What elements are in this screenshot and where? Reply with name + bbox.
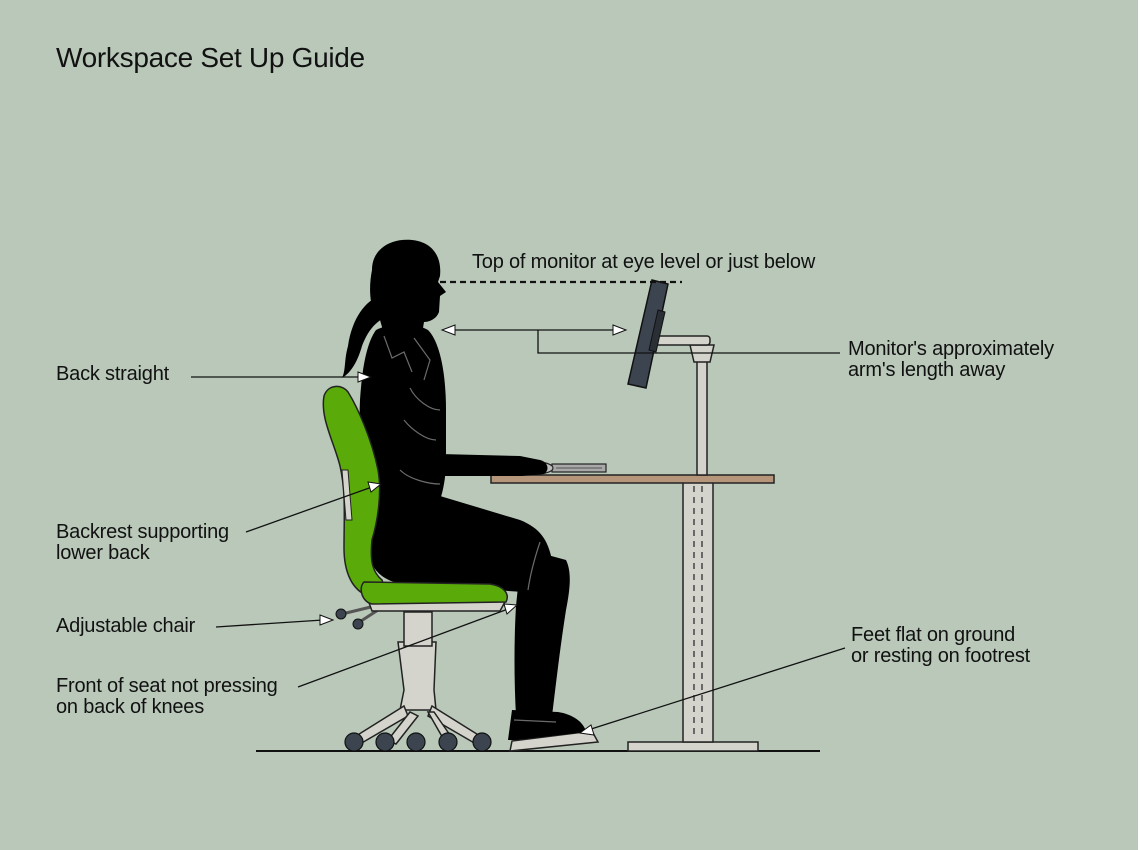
label-monitor-distance-line-1: Monitor's approximately [848, 338, 1054, 360]
chair-seat [360, 581, 508, 605]
monitor [627, 279, 669, 389]
monitor-stand [653, 335, 715, 476]
label-feet-line-2: or resting on footrest [851, 645, 1031, 667]
right-edge-border [1138, 0, 1140, 850]
backrest-leader [245, 481, 383, 533]
chair-base [344, 611, 492, 752]
label-backrest-line-1: Backrest supporting [56, 521, 229, 543]
label-monitor-distance: Monitor's approximately arm's length awa… [848, 339, 1054, 381]
label-seat-front-line-2: on back of knees [56, 696, 205, 718]
page-title: Workspace Set Up Guide [56, 42, 365, 73]
seat-front-leader [297, 603, 519, 688]
label-backrest: Backrest supporting lower back [56, 522, 229, 564]
label-seat-front: Front of seat not pressing on back of kn… [56, 676, 278, 718]
label-seat-front-line-1: Front of seat not pressing [56, 675, 278, 697]
label-backrest-line-2: lower back [56, 542, 150, 564]
person-silhouette [342, 239, 586, 740]
back-straight-leader [191, 371, 373, 383]
label-monitor-distance-line-2: arm's length away [848, 359, 1006, 381]
feet-leader [578, 647, 846, 736]
chair-levers [335, 604, 379, 630]
adjustable-chair-leader [215, 614, 335, 628]
arm-length-arrow [440, 324, 840, 354]
label-adjustable-chair: Adjustable chair [56, 615, 196, 637]
keyboard [551, 463, 607, 473]
label-back-straight: Back straight [56, 363, 170, 385]
label-feet: Feet flat on ground or resting on footre… [851, 625, 1030, 667]
chair-backrest [322, 385, 385, 597]
label-monitor-eye-level: Top of monitor at eye level or just belo… [472, 251, 816, 273]
label-feet-line-1: Feet flat on ground [851, 624, 1016, 646]
